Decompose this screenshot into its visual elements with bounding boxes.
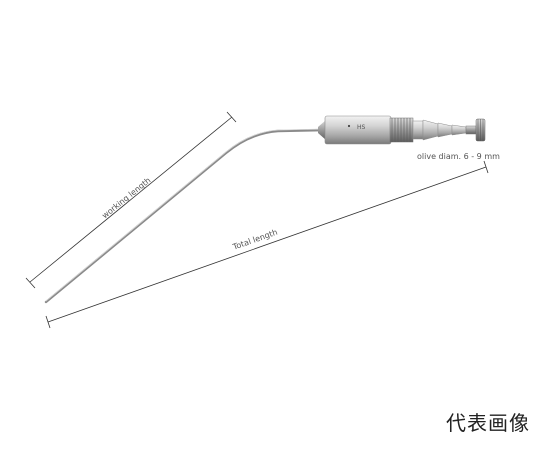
tick-mark <box>483 160 489 174</box>
total-length-label: Total length <box>231 228 279 252</box>
marking-dot <box>347 124 351 128</box>
representative-image-caption: 代表画像 <box>446 411 530 435</box>
tick-mark <box>226 111 237 123</box>
tick-mark <box>25 277 36 289</box>
knurl-lines <box>391 118 411 142</box>
working-length-label: working length <box>100 176 152 221</box>
total-length-dimension: Total length <box>45 160 489 329</box>
brand-mark: HS <box>357 124 366 131</box>
working-length-dimension: working length <box>25 111 237 289</box>
suction-handle: HS <box>318 115 486 145</box>
olive-diameter-label: olive diam. 6 - 9 mm <box>417 152 500 161</box>
tick-mark <box>45 315 51 329</box>
cannula-tube <box>44 128 328 304</box>
